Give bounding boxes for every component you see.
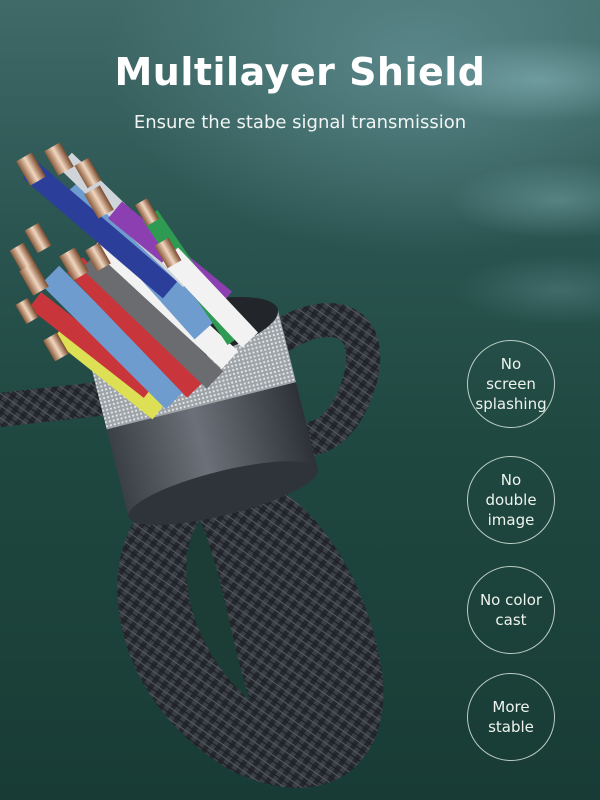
feature-badge-no-double-image: No double image	[467, 456, 555, 544]
page-title: Multilayer Shield	[114, 50, 486, 94]
feature-badge-no-screen-splashing: No screen splashing	[467, 340, 555, 428]
feature-label: No color cast	[479, 591, 543, 629]
page-subtitle: Ensure the stabe signal transmission	[133, 112, 467, 133]
header: Multilayer Shield Ensure the stabe signa…	[0, 50, 600, 133]
feature-badge-more-stable: More stable	[467, 673, 555, 761]
feature-badge-no-color-cast: No color cast	[467, 566, 555, 654]
feature-label: More stable	[488, 698, 534, 736]
feature-label: No screen splashing	[475, 355, 547, 413]
feature-label: No double image	[485, 471, 537, 529]
